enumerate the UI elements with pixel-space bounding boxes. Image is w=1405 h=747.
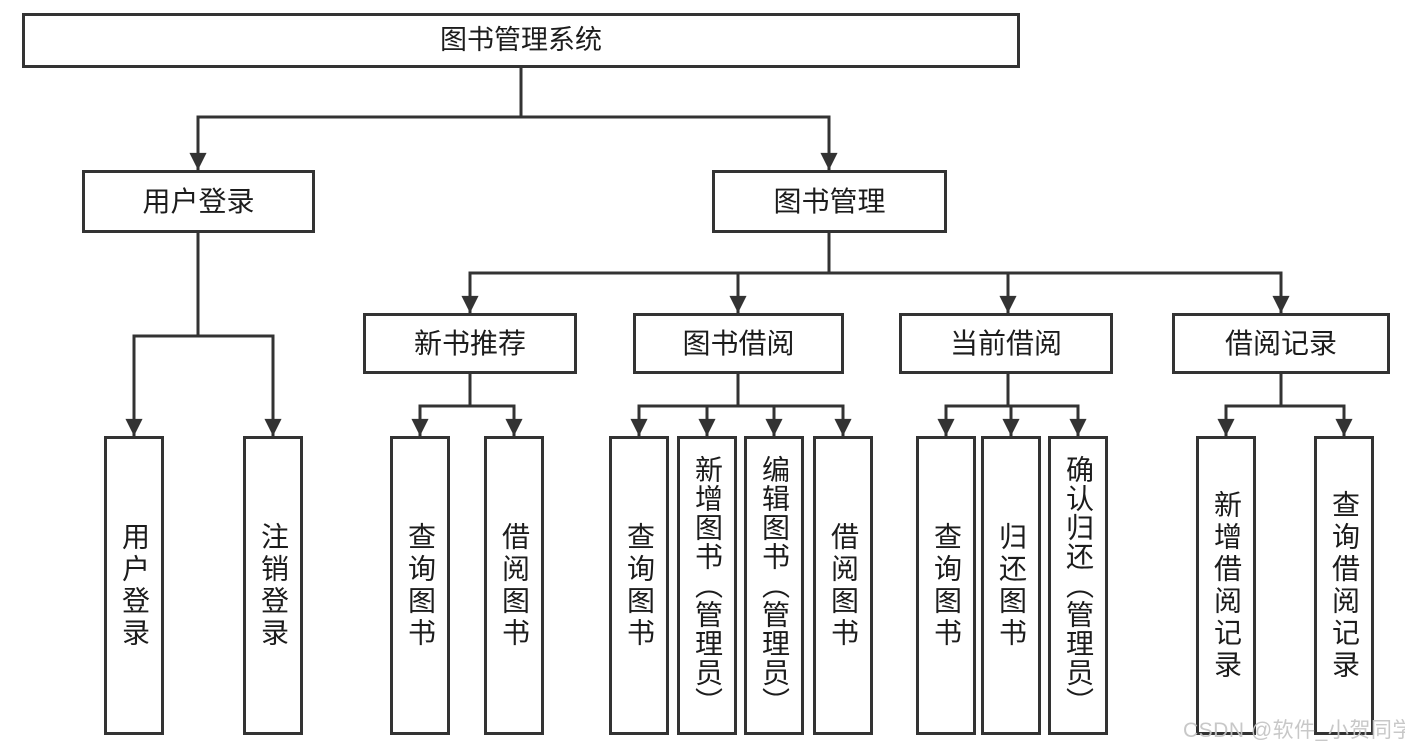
- node-system-root: 图书管理系统: [22, 13, 1020, 68]
- node-label: 新增图书（管理员）: [692, 455, 723, 716]
- leaf-add-book-admin: 新增图书（管理员）: [677, 436, 737, 735]
- node-label: 归还图书: [996, 521, 1027, 650]
- node-label: 查询图书: [624, 521, 655, 650]
- node-label: 用户登录: [142, 185, 255, 217]
- node-label: 借阅记录: [1224, 327, 1337, 359]
- node-current-borrowing: 当前借阅: [899, 313, 1113, 374]
- node-borrowing-records: 借阅记录: [1172, 313, 1390, 374]
- node-label: 用户登录: [119, 521, 150, 650]
- leaf-add-borrow-record: 新增借阅记录: [1196, 436, 1256, 735]
- leaf-edit-book-admin: 编辑图书（管理员）: [744, 436, 804, 735]
- leaf-query-books-current: 查询图书: [916, 436, 976, 735]
- leaf-confirm-return-admin: 确认归还（管理员）: [1048, 436, 1108, 735]
- csdn-watermark: CSDN @软件_小贺同学: [1183, 719, 1405, 742]
- node-label: 新书推荐: [413, 327, 526, 359]
- node-label: 查询图书: [931, 521, 962, 650]
- node-book-management: 图书管理: [712, 170, 947, 233]
- node-label: 图书管理系统: [440, 25, 602, 55]
- leaf-query-borrow-record: 查询借阅记录: [1314, 436, 1374, 735]
- node-label: 查询借阅记录: [1329, 489, 1360, 682]
- leaf-return-book: 归还图书: [981, 436, 1041, 735]
- leaf-user-login: 用户登录: [104, 436, 164, 735]
- node-label: 注销登录: [258, 521, 289, 650]
- leaf-borrow-books-borrowing: 借阅图书: [813, 436, 873, 735]
- leaf-query-books-recommend: 查询图书: [390, 436, 450, 735]
- leaf-query-books-borrowing: 查询图书: [609, 436, 669, 735]
- node-label: 借阅图书: [499, 521, 530, 650]
- node-new-book-recommendation: 新书推荐: [363, 313, 577, 374]
- node-label: 当前借阅: [949, 327, 1062, 359]
- leaf-borrow-books-recommend: 借阅图书: [484, 436, 544, 735]
- node-label: 查询图书: [405, 521, 436, 650]
- node-label: 编辑图书（管理员）: [759, 455, 790, 716]
- leaf-logout: 注销登录: [243, 436, 303, 735]
- node-label: 借阅图书: [828, 521, 859, 650]
- node-user-login: 用户登录: [82, 170, 315, 233]
- node-label: 确认归还（管理员）: [1063, 455, 1094, 716]
- node-label: 新增借阅记录: [1211, 489, 1242, 682]
- node-book-borrowing: 图书借阅: [633, 313, 844, 374]
- node-label: 图书借阅: [682, 327, 795, 359]
- node-label: 图书管理: [773, 185, 886, 217]
